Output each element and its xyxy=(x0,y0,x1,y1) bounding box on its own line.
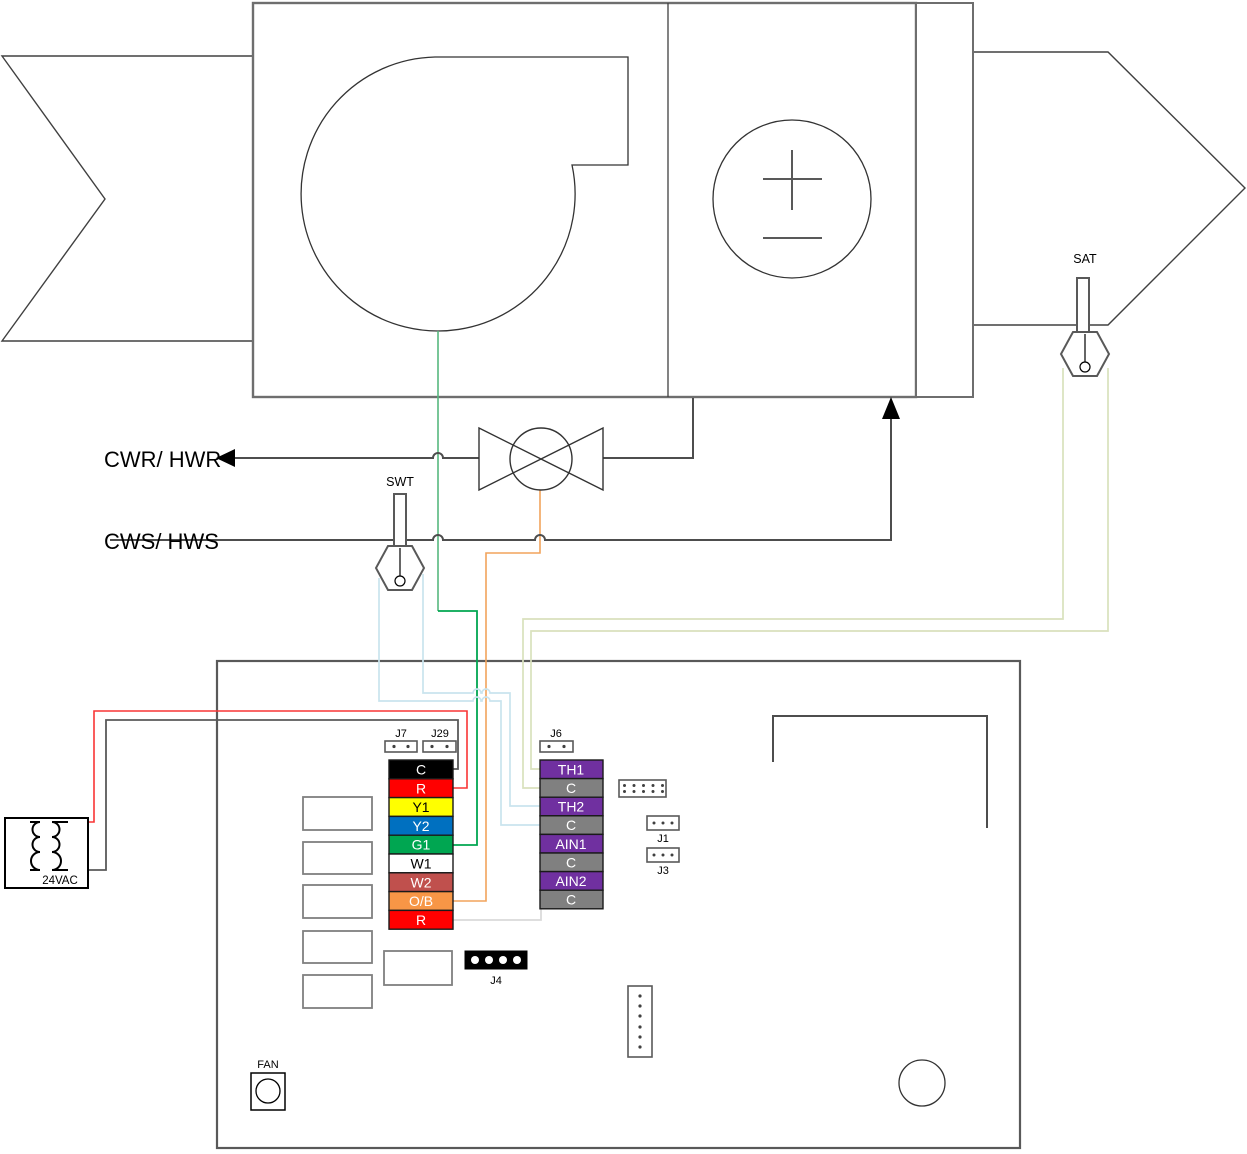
relay-block xyxy=(302,884,373,919)
supply-pipe xyxy=(110,417,892,541)
component-block xyxy=(383,950,453,986)
sat-wire-c xyxy=(522,368,1064,789)
blower-fan-scroll xyxy=(300,56,629,332)
control-valve xyxy=(478,426,604,492)
transformer-label: 24VAC xyxy=(42,875,78,887)
thermostat-terminal-labels: C R Y1 Y2 G1 W1 W2 O/B R xyxy=(409,762,433,928)
svg-text:C: C xyxy=(566,780,576,796)
sat-wire-th1 xyxy=(530,368,1109,770)
connector-j29 xyxy=(422,740,457,753)
relay-block xyxy=(302,930,373,964)
svg-text:W2: W2 xyxy=(411,874,432,890)
connector-j29-label: J29 xyxy=(431,728,449,740)
svg-text:R: R xyxy=(416,780,426,796)
swt-label: SWT xyxy=(386,475,414,489)
connector-j1 xyxy=(646,815,680,831)
svg-text:TH2: TH2 xyxy=(558,799,585,815)
svg-text:C: C xyxy=(416,762,426,778)
supply-pipe-label: CWS/ HWS xyxy=(104,529,219,554)
inlet-air-duct-arrow xyxy=(0,55,254,342)
svg-text:O/B: O/B xyxy=(409,893,433,909)
svg-text:C: C xyxy=(566,854,576,870)
sensor-terminal-labels: TH1 C TH2 C AIN1 C AIN2 C xyxy=(555,761,586,907)
connector-j7-label: J7 xyxy=(395,728,407,740)
connector-j6-label: J6 xyxy=(550,728,562,740)
terminal-r2 xyxy=(388,909,454,930)
return-pipe-right xyxy=(603,398,694,459)
sat-label: SAT xyxy=(1073,252,1097,266)
unit-end-panel xyxy=(915,2,974,398)
r-to-c-jumper-wire xyxy=(453,908,542,921)
swt-wire-c xyxy=(378,578,540,826)
connector-j4 xyxy=(464,950,528,970)
terminal-c4 xyxy=(539,889,604,910)
connector-j3-label: J3 xyxy=(657,865,669,877)
return-arrowhead xyxy=(216,449,235,467)
relay-block xyxy=(302,841,373,875)
svg-text:G1: G1 xyxy=(412,837,431,853)
svg-text:AIN2: AIN2 xyxy=(555,873,586,889)
connector-j6 xyxy=(539,740,574,753)
relay-block-column xyxy=(302,796,373,1009)
return-pipe xyxy=(232,452,479,459)
transformer-24vac xyxy=(4,817,89,889)
connector-j1-label: J1 xyxy=(657,833,669,845)
svg-text:C: C xyxy=(566,892,576,908)
swt-sensor xyxy=(374,493,426,591)
thermostat-terminal-block xyxy=(388,759,454,930)
svg-text:Y1: Y1 xyxy=(412,799,429,815)
svg-text:TH1: TH1 xyxy=(558,761,585,777)
mounting-hole xyxy=(898,1059,946,1107)
connector-6pin-vertical xyxy=(627,985,653,1058)
svg-text:W1: W1 xyxy=(411,856,432,872)
sat-sensor xyxy=(1059,277,1111,377)
supply-air-duct-arrow xyxy=(972,51,1246,326)
svg-text:AIN1: AIN1 xyxy=(555,836,586,852)
transformer-r-wire xyxy=(68,710,468,823)
valve-ob-wire xyxy=(453,490,541,902)
fan-button-label: FAN xyxy=(257,1059,278,1071)
relay-block xyxy=(302,974,373,1009)
fan-button xyxy=(250,1072,286,1111)
sensor-terminal-block xyxy=(539,759,604,910)
transformer-c-wire xyxy=(68,719,459,871)
svg-text:Y2: Y2 xyxy=(412,818,429,834)
fan-g1-wire-lower xyxy=(438,610,478,846)
connector-j7 xyxy=(384,740,418,753)
return-pipe-label: CWR/ HWR xyxy=(104,447,221,472)
svg-text:R: R xyxy=(416,912,426,928)
relay-block xyxy=(302,796,373,831)
supply-arrowhead xyxy=(882,397,900,419)
swt-wire-th2 xyxy=(422,574,540,807)
connector-10pin xyxy=(618,779,667,798)
svg-text:C: C xyxy=(566,817,576,833)
connector-j3 xyxy=(646,847,680,863)
board-cutout-bracket xyxy=(772,715,988,828)
connector-j4-label: J4 xyxy=(490,975,502,987)
coil-plus-minus-symbol xyxy=(763,150,822,239)
